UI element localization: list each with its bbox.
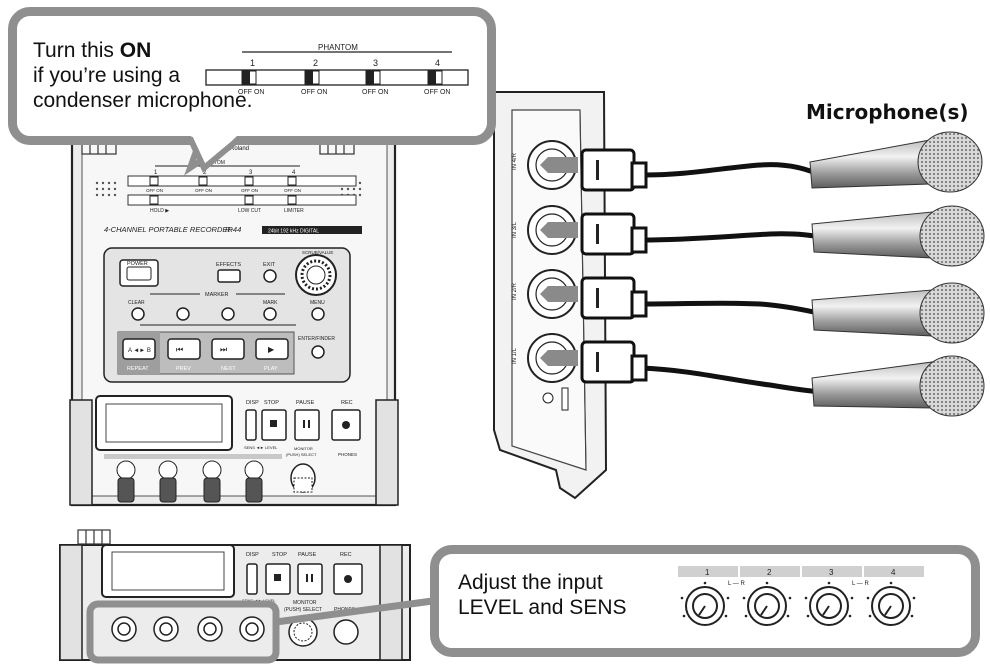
rec-label: REC [341,400,353,406]
disp-button-bottom[interactable] [246,563,258,595]
model-name: 4-CHANNEL PORTABLE RECORDER [104,225,233,234]
mark-label: MARK [263,300,278,306]
scrub-dial[interactable] [295,254,337,296]
microphone-1 [809,131,983,193]
next-label: NEXT [221,366,236,372]
monitor-knob-top[interactable] [290,463,316,493]
exit-button[interactable] [263,269,277,283]
prev-label: PREV [176,366,191,372]
model-code: R-44 [225,225,241,234]
speaker-grille-left [95,181,117,197]
marker-next-button[interactable] [221,307,235,321]
repeat-label: REPEAT [127,366,149,372]
phones-jack[interactable] [333,619,359,645]
lcd-display-bottom [101,544,235,598]
marker-prev-button[interactable] [176,307,190,321]
effects-label: EFFECTS [216,262,241,268]
device-phantom-switches[interactable] [149,176,297,186]
device-phantom-ch4: 4 [292,170,296,176]
transport-panel [117,331,295,375]
prev-icon: ⏮ [176,345,183,354]
pause-button-bottom[interactable] [297,563,323,595]
mark-button[interactable] [263,307,277,321]
phantom-line1: Turn this [33,39,120,62]
input-label-2: IN 2/R [512,282,518,300]
disp-label-bottom: DISP [246,552,259,558]
play-button[interactable] [255,338,289,360]
level-knobs-bottom[interactable] [111,616,265,642]
device-phantom-ch2: 2 [203,170,207,176]
limiter-label: LIMITER [284,208,304,214]
device-phantom-ch3: 3 [249,170,253,176]
microphone-4 [811,355,985,417]
push-select-label-bottom: (PUSH) SELECT [284,607,322,613]
enter-button[interactable] [311,345,325,359]
phantom-line1-bold: ON [119,39,152,62]
clear-button[interactable] [131,307,145,321]
prev-button[interactable] [167,338,201,360]
device-offon-1: OFF ON [146,188,163,193]
device-offon-4: OFF ON [284,188,301,193]
lowcut-label: LOW CUT [238,208,261,214]
lcd-display [95,395,233,451]
pause-label: PAUSE [296,400,315,406]
disp-button[interactable] [245,409,257,441]
recorder-front-view: by Roland PHANTOM 1 2 3 4 OFF ON OFF ON … [69,126,399,507]
device-offon-3: OFF ON [241,188,258,193]
exit-label: EXIT [263,262,276,268]
stop-label: STOP [264,400,279,406]
scrub-label: SCRUB/VALUE [302,250,333,255]
device-offon-2: OFF ON [195,188,212,193]
menu-label: MENU [310,300,325,306]
effects-button[interactable] [217,269,241,283]
device-function-switches[interactable] [149,195,297,205]
microphones-label: Microphone(s) [806,100,969,124]
level-line2: LEVEL and SENS [458,596,627,619]
repeat-symbol: A ◄► B [128,348,151,354]
rec-label-bottom: REC [340,552,352,558]
play-icon: ▶ [268,345,275,354]
marker-label: MARKER [205,292,229,298]
pause-button[interactable] [294,409,320,441]
push-select-label: (PUSH) SELECT [286,452,317,457]
knob-highlight [86,600,280,664]
xlr-cables [639,162,829,395]
menu-button[interactable] [311,307,325,321]
monitor-label: MONITOR [294,446,313,451]
phantom-line2: if you’re using a [33,64,181,87]
clear-label: CLEAR [128,300,145,306]
level-line1: Adjust the input [458,571,603,594]
hold-label: HOLD ▶ [150,208,169,214]
power-label: POWER [127,261,148,267]
phantom-callout-text: Turn this ON if you’re using a condenser… [33,38,252,113]
play-label: PLAY [264,366,278,372]
input-label-1: IN 1/L [512,347,518,364]
xlr-plugs [580,148,648,384]
next-button[interactable] [211,338,245,360]
microphone-2 [811,205,985,267]
next-icon: ⏭ [220,345,227,354]
power-button[interactable] [119,259,159,287]
enter-label: ENTER/FINDER [298,336,335,342]
monitor-label-bottom: MONITOR [293,600,317,606]
microphone-3 [811,282,985,344]
device-phantom-ch1: 1 [154,170,158,176]
repeat-button[interactable] [122,338,156,360]
input-label-4: IN 4/R [512,152,518,170]
phantom-line3: condenser microphone. [33,89,253,112]
phones-label: PHONES [338,452,357,457]
spec-badge: 24bit 192 kHz DIGITAL [268,229,319,235]
recorder-bottom-view: DISP STOP PAUSE REC SENS ◄► LEVEL MONITO… [59,529,441,664]
input-label-3: IN 3/L [512,221,518,238]
sens-level-label: SENS ◄► LEVEL [244,445,278,450]
disp-label: DISP [246,400,259,406]
pause-label-bottom: PAUSE [298,552,317,558]
level-knobs-top[interactable] [116,460,264,503]
level-callout-text: Adjust the input LEVEL and SENS [458,570,627,620]
stop-label-bottom: STOP [272,552,287,558]
